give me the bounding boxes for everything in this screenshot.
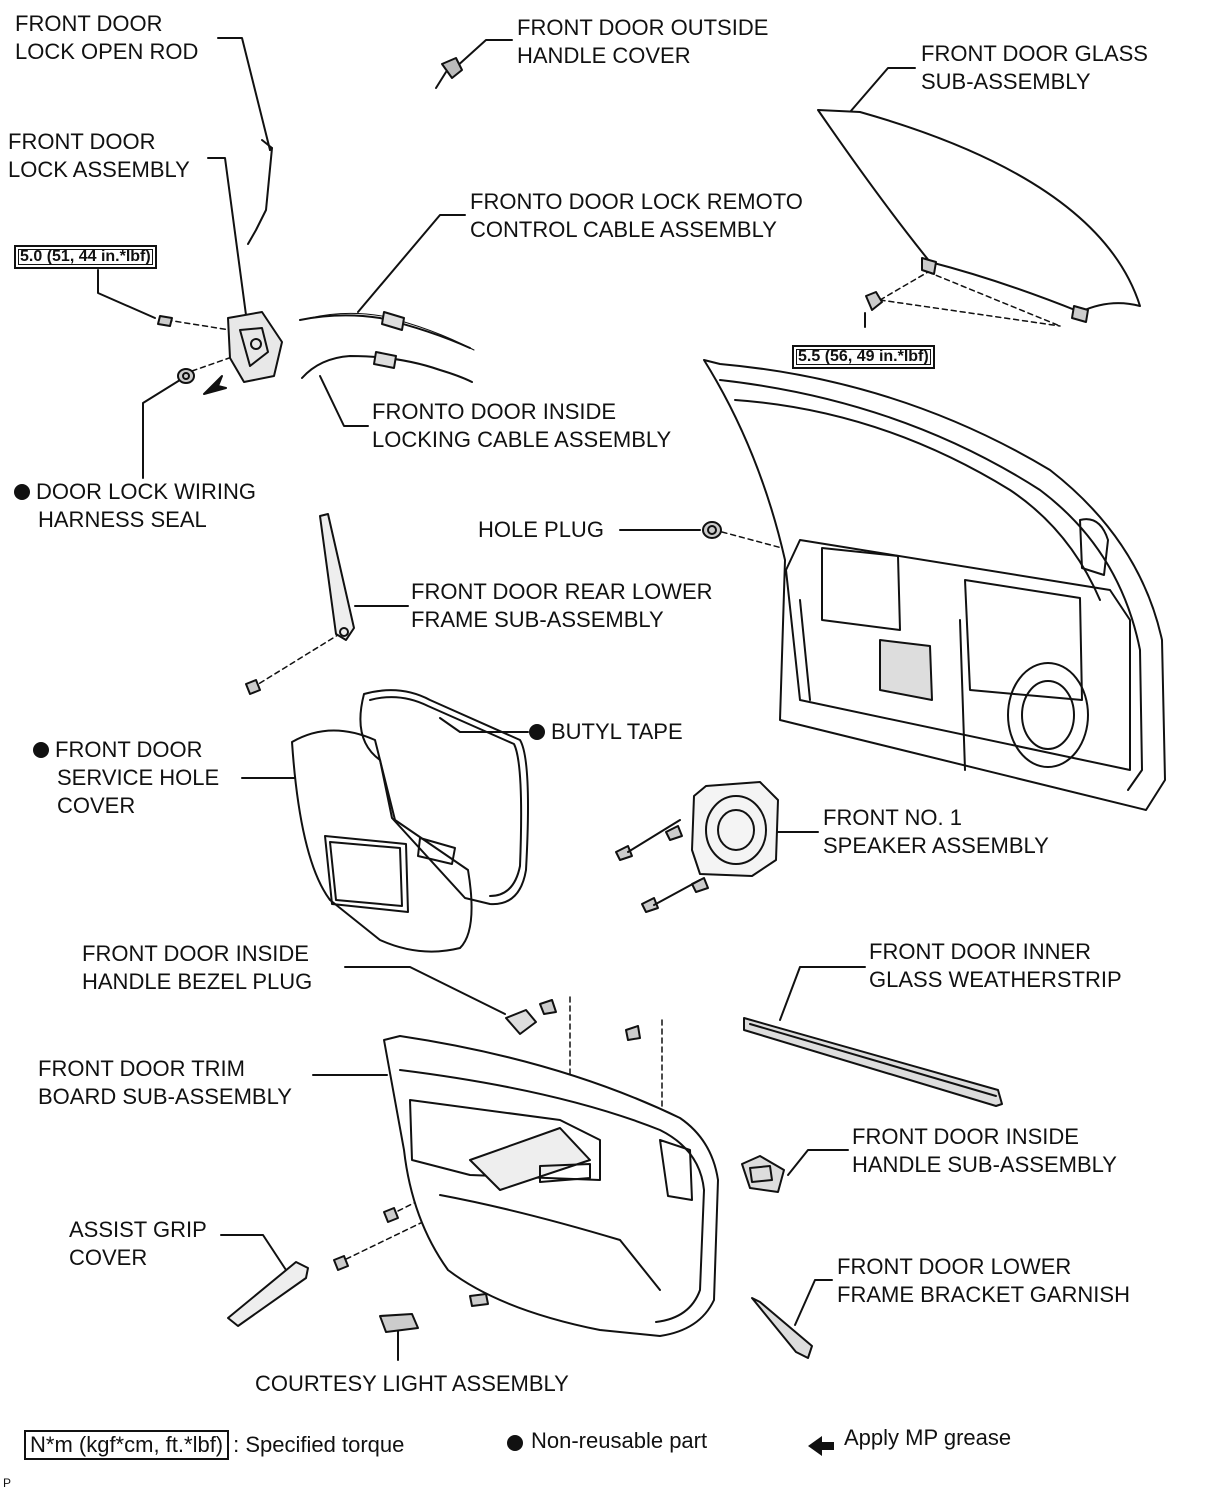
- label-courtesy-light: COURTESY LIGHT ASSEMBLY: [255, 1371, 569, 1396]
- non-reusable-dot-icon: [529, 724, 545, 740]
- service-hole-cover: [291, 729, 473, 953]
- lower-frame-bracket-garnish: [751, 1297, 813, 1359]
- outside-handle-cover: [435, 57, 463, 89]
- rear-lower-frame: [245, 513, 355, 695]
- label-butyl-tape: BUTYL TAPE: [529, 718, 683, 746]
- speaker-assembly: [615, 781, 779, 913]
- legend-non-reusable: Non-reusable part: [531, 1428, 708, 1453]
- torque-spec-lock-bolt: 5.0 (51, 44 in.*lbf): [14, 245, 157, 269]
- legend-torque-text: : Specified torque: [233, 1432, 405, 1457]
- torque-spec-glass-bolt: 5.5 (56, 49 in.*lbf): [792, 345, 935, 369]
- label-wiring-harness-seal: DOOR LOCK WIRING HARNESS SEAL: [14, 478, 256, 534]
- inner-glass-weatherstrip: [743, 1017, 1003, 1107]
- label-hole-plug: HOLE PLUG: [478, 517, 604, 542]
- door-panel: [703, 359, 1166, 811]
- trim-board: [333, 1035, 719, 1337]
- assist-grip-cover: [227, 1261, 309, 1327]
- courtesy-light: [379, 1313, 419, 1333]
- label-service-hole-cover: FRONT DOOR SERVICE HOLE COVER: [33, 736, 219, 820]
- legend-torque-box: N*m (kgf*cm, ft.*lbf): [24, 1430, 230, 1460]
- hole-plug: [702, 521, 722, 539]
- inside-handle: [741, 1155, 785, 1193]
- non-reusable-dot-icon: [33, 742, 49, 758]
- non-reusable-dot-icon: [507, 1435, 523, 1451]
- lock-open-rod: [247, 139, 273, 245]
- lock-cables: [299, 311, 475, 383]
- legend-arrow-icon: [808, 1436, 834, 1456]
- handle-bezel-plug: [505, 999, 641, 1041]
- lock-assembly: [157, 311, 283, 395]
- door-glass: [817, 109, 1141, 323]
- footer-code: P: [3, 1476, 12, 1490]
- legend-grease: Apply MP grease: [844, 1425, 1012, 1450]
- butyl-tape: [359, 689, 529, 906]
- non-reusable-dot-icon: [14, 484, 30, 500]
- leader-lines: [97, 37, 916, 1361]
- legend-torque: N*m (kgf*cm, ft.*lbf): Specified torque: [24, 1430, 404, 1460]
